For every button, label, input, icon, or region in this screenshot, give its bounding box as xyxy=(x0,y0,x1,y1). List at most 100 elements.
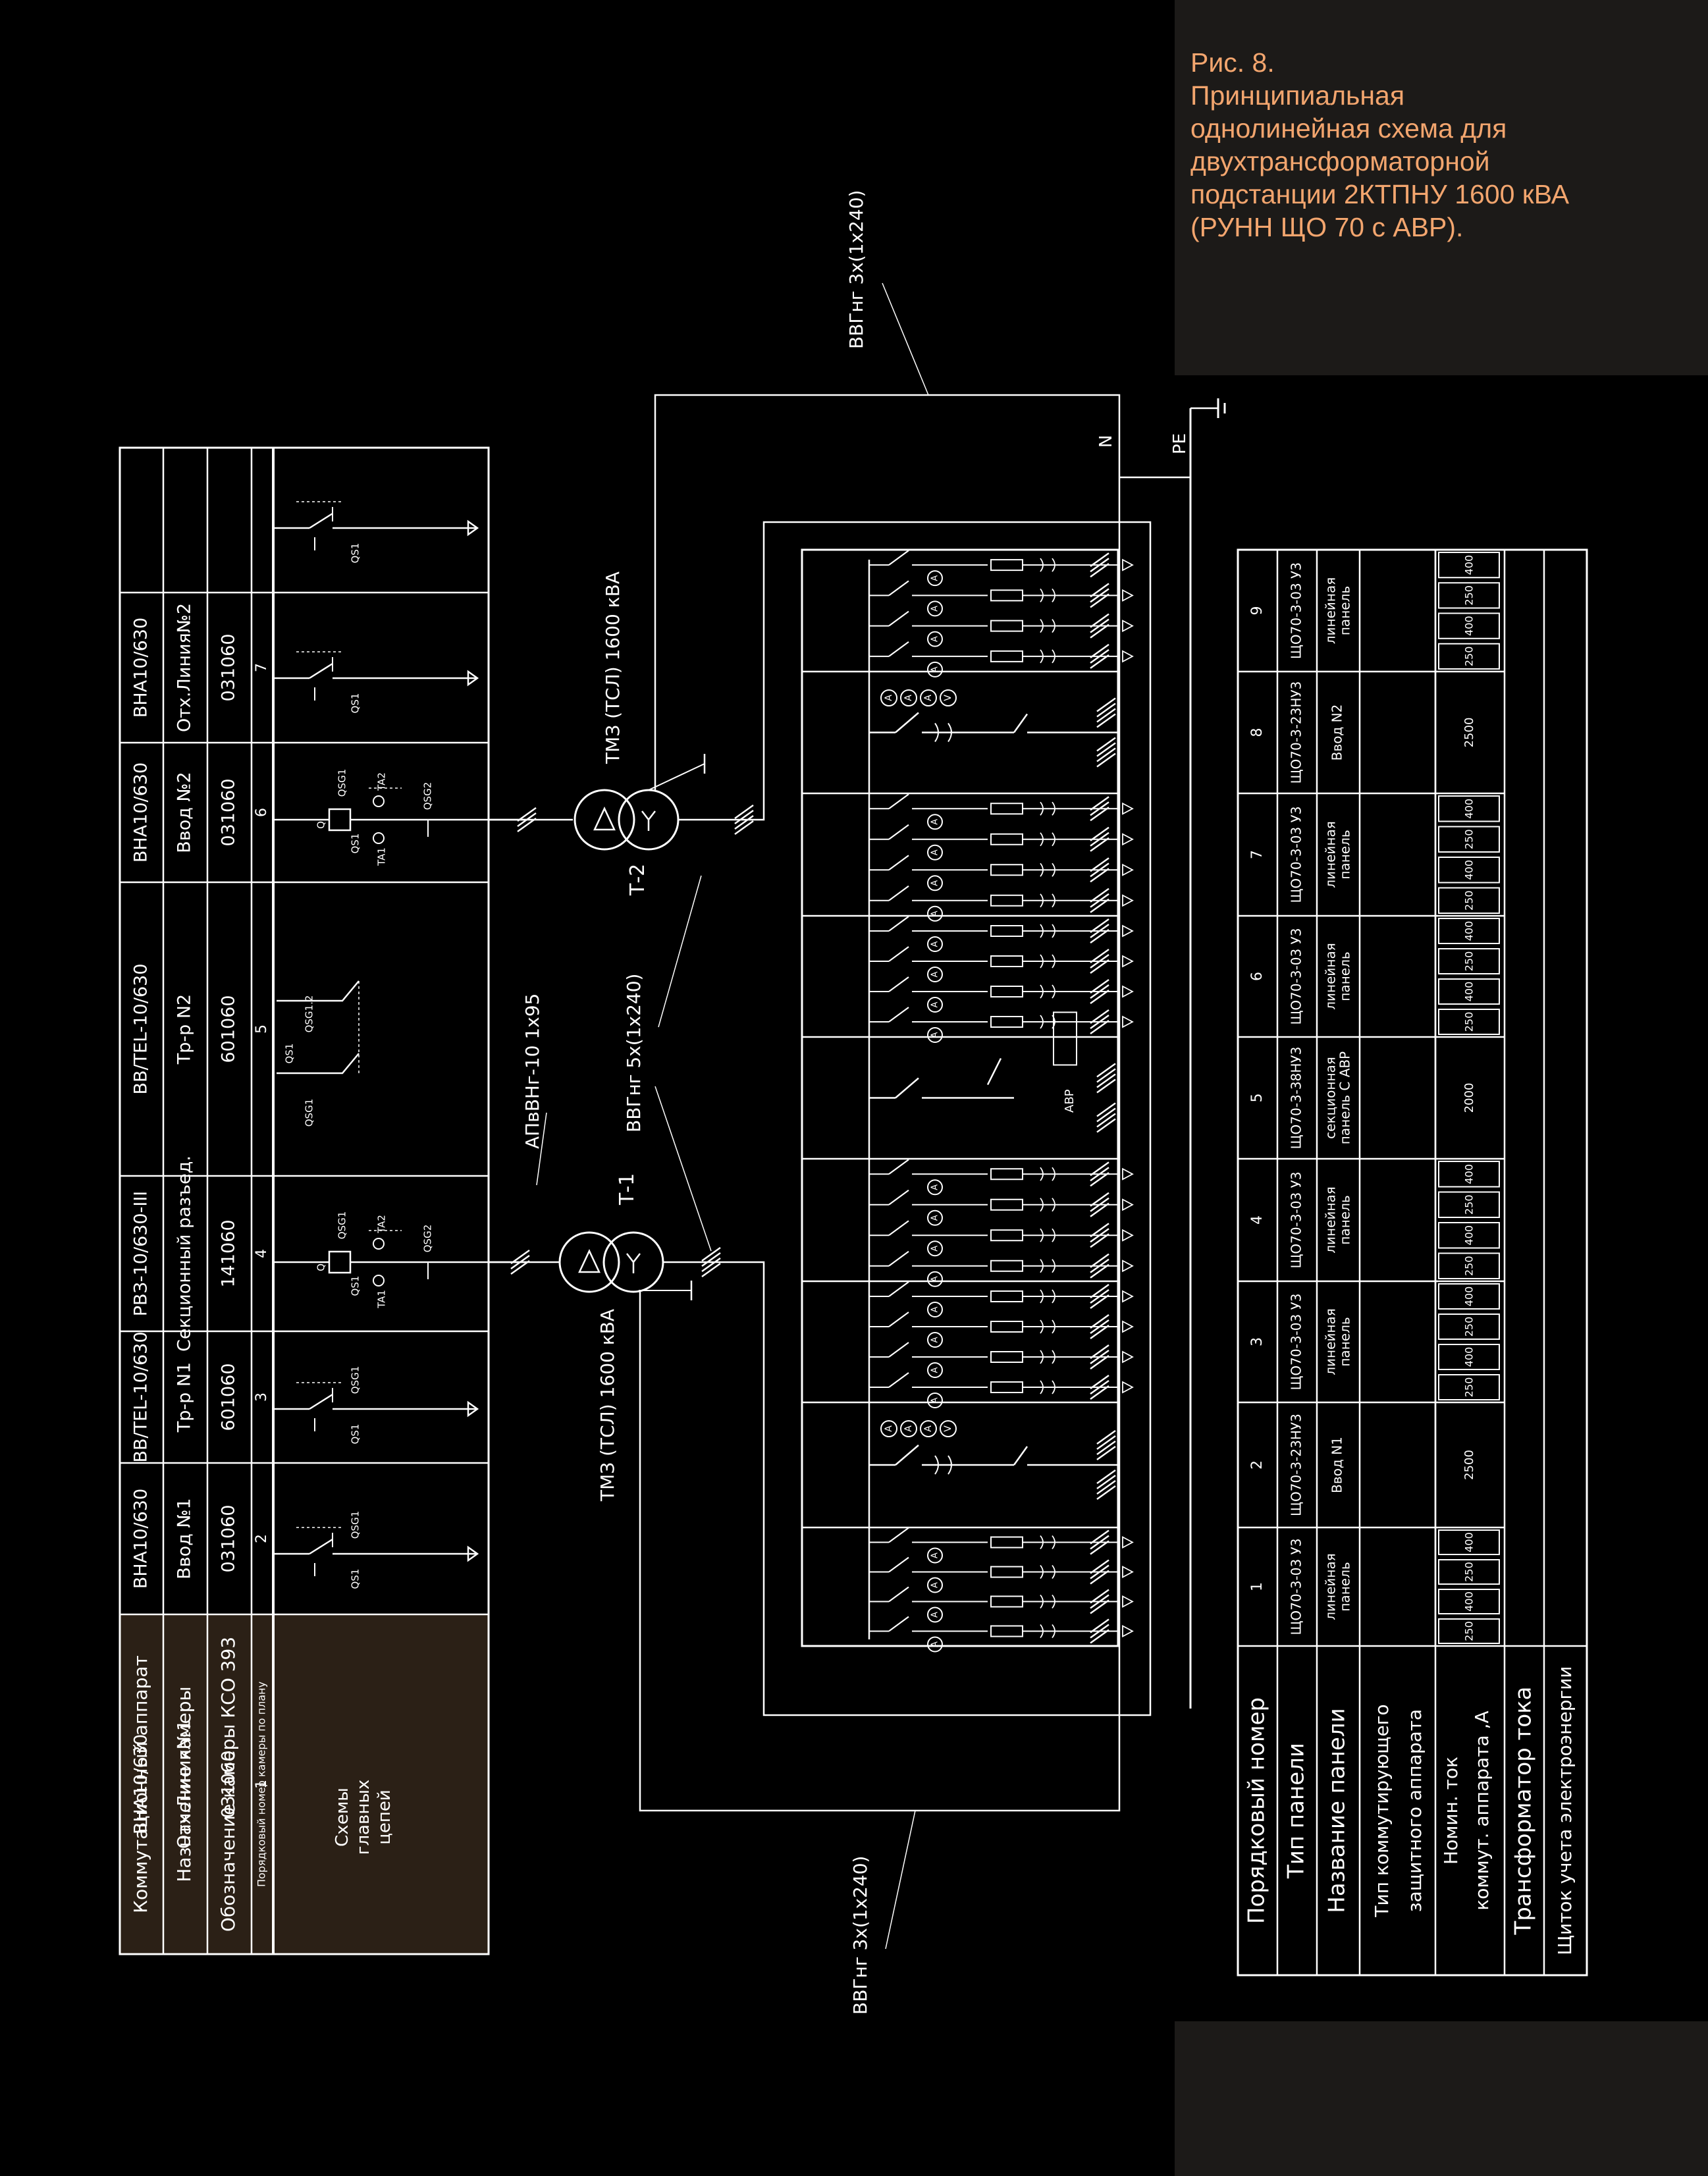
feeder-arrow xyxy=(1122,1381,1134,1394)
lv-panel-number-1: 1 xyxy=(1249,1582,1266,1591)
qs1-label: QS1 xyxy=(350,1424,361,1445)
feeder-phase-marks xyxy=(1090,1624,1109,1639)
feeder-arrow xyxy=(467,1400,479,1418)
feeder-arrow xyxy=(1122,1290,1134,1303)
lv-cable-leader-top xyxy=(658,875,702,1028)
section-breaker xyxy=(986,1057,1002,1086)
hv-header-scheme-word: главных xyxy=(354,1780,373,1855)
lv-panel-type-1: ЩО70-3-03 У3 xyxy=(1289,1539,1304,1635)
hv-apparatus-2: ВНА10/630 xyxy=(131,1489,151,1589)
feeder-phase-marks xyxy=(1090,1009,1109,1024)
lv-panel-current-5: 2000 xyxy=(1462,1083,1476,1113)
hv-header-scheme: Схемыглавныхцепей xyxy=(333,1780,394,1855)
ammeter-circle xyxy=(927,1209,943,1226)
cable-top-label: ВВГнг 3х(1х240) xyxy=(845,190,867,349)
t2-delta xyxy=(593,807,616,831)
switch-blade xyxy=(309,1538,333,1555)
qsg1-label: QSG1 xyxy=(336,769,348,797)
qs1-label: QS1 xyxy=(350,1276,361,1296)
feeder-breaker xyxy=(888,1527,909,1543)
current-cell xyxy=(1438,948,1500,974)
lv-panel-name-2: Ввод N1 xyxy=(1329,1437,1345,1493)
ammeter: A xyxy=(930,849,940,855)
section-switch-b xyxy=(277,980,360,1002)
feeder-phase-marks xyxy=(1090,857,1109,872)
feeder-fuse xyxy=(990,1321,1023,1333)
incomer-phase-marks xyxy=(1096,1474,1116,1490)
feeder-breaker xyxy=(888,916,909,932)
feeder-fuse xyxy=(990,833,1023,845)
feeder-arrow xyxy=(1122,1625,1134,1637)
ammeter-circle xyxy=(927,600,943,617)
lv-panel-current-6-2: 400 xyxy=(1463,982,1476,1002)
ammeter-circle xyxy=(927,814,943,830)
lv-panel-current-1-1: 250 xyxy=(1463,1621,1476,1641)
feeder-breaker xyxy=(888,1586,909,1603)
hv-cable-leader xyxy=(536,1112,547,1186)
hv-number-3: 3 xyxy=(254,1393,270,1402)
feeder-fuse xyxy=(990,1595,1023,1608)
feeder-fuse xyxy=(990,1625,1023,1637)
ammeter: A xyxy=(923,695,934,701)
incomer-phase-marks xyxy=(1096,1469,1116,1485)
ammeter-circle xyxy=(927,1240,943,1257)
feeder-arrow xyxy=(1122,620,1134,633)
feeder-phase-marks xyxy=(1090,1354,1109,1370)
ammeter: A xyxy=(930,1246,940,1252)
incomer-phase-marks xyxy=(1096,1485,1116,1500)
ammeter: A xyxy=(930,1641,940,1647)
feeder-breaker xyxy=(888,793,909,810)
feeder-fuse xyxy=(990,1229,1023,1242)
feeder-arrow xyxy=(1122,1167,1134,1181)
ct-ta2 xyxy=(373,832,385,844)
feeder-arrow xyxy=(1122,924,1134,938)
feeder-arrow xyxy=(1122,955,1134,968)
current-cell xyxy=(1438,795,1500,822)
feeder-ct xyxy=(1040,1594,1055,1609)
feeder-phase-marks xyxy=(1090,923,1109,939)
hv-code-7: 031060 xyxy=(219,633,239,701)
feeder-phase-marks xyxy=(1090,1263,1109,1279)
feeder-phase-marks xyxy=(1090,1167,1109,1182)
hv-code-1: 031060 xyxy=(219,1750,239,1818)
feeder-arrow xyxy=(467,670,479,687)
ammeter: A xyxy=(930,1276,940,1282)
incomer-phase-marks xyxy=(1096,1078,1116,1094)
feeder-ct xyxy=(1040,619,1055,633)
qsg2-label: QSG2 xyxy=(422,782,434,810)
feeder-arrow xyxy=(1122,1260,1134,1273)
feeder-fuse xyxy=(990,894,1023,907)
feeder-phase-marks xyxy=(1090,1319,1109,1335)
incomer-phase-marks xyxy=(1096,1068,1116,1083)
feeder-ct xyxy=(1040,1564,1055,1579)
lv-panel-current-6-1: 250 xyxy=(1463,1012,1476,1032)
feeder-phase-marks xyxy=(1090,953,1109,969)
feeder-ct xyxy=(1040,1624,1055,1639)
lv-panel-current-7-4: 400 xyxy=(1463,799,1476,819)
lv-panel-current-2: 2500 xyxy=(1462,1450,1476,1480)
lv-header-switch-1: Тип коммутирующего xyxy=(1371,1704,1393,1917)
current-cell xyxy=(1438,978,1500,1005)
feeder-phase-marks xyxy=(1090,1374,1109,1390)
t2-neutral xyxy=(648,763,705,791)
incomer-phase-marks xyxy=(1096,1073,1116,1088)
feeder-arrow xyxy=(1122,558,1134,571)
current-cell xyxy=(1438,1314,1500,1340)
caption-line: Принципиальная xyxy=(1190,80,1405,111)
feeder-fuse xyxy=(990,1198,1023,1211)
feeder-phase-marks xyxy=(1090,1197,1109,1212)
lv-panel-current-6-3: 250 xyxy=(1463,951,1476,972)
lv-panel-5-scheme xyxy=(869,1011,1116,1133)
t2-hv-phase-marks xyxy=(517,817,537,833)
ammeter: A xyxy=(930,666,940,672)
hv-purpose-3: Тр-р N1 xyxy=(174,1362,195,1433)
feeder-breaker xyxy=(888,946,909,962)
feeder-phase-marks xyxy=(1090,1283,1109,1299)
voltmeter: V xyxy=(943,695,953,701)
caption-line: (РУНН ЩО 70 с АВР). xyxy=(1190,212,1464,242)
t1-hv-phase-marks xyxy=(510,1254,530,1270)
feeder-phase-marks xyxy=(1090,1258,1109,1273)
feeder-phase-marks xyxy=(1090,1233,1109,1248)
